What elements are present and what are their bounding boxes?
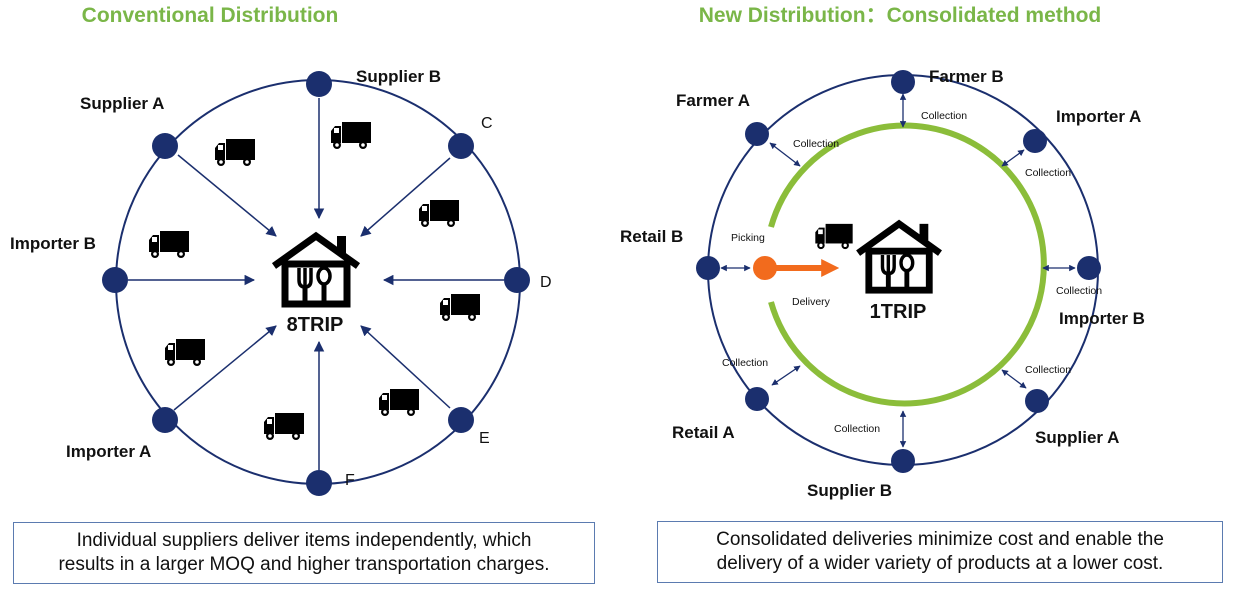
- label-importer-a: Importer A: [1056, 107, 1141, 126]
- label-supplier-b: Supplier B: [807, 481, 892, 500]
- label-importer-b: Importer B: [1059, 309, 1145, 328]
- truck-icon: [165, 339, 205, 366]
- label-c: C: [481, 115, 493, 132]
- truck-icon: [215, 139, 255, 166]
- label-supplier-b: Supplier B: [356, 67, 441, 86]
- label-retail-b: Retail B: [620, 227, 683, 246]
- right-panel: New Distribution：Consolidated method Far…: [620, 4, 1145, 500]
- restaurant-house-icon: [858, 224, 940, 290]
- left-panel: Conventional Distribution Supplier B C D: [10, 4, 552, 496]
- left-caption-line: Individual suppliers deliver items indep…: [76, 530, 532, 551]
- label-supplier-a: Supplier A: [80, 94, 164, 113]
- label-supplier-a: Supplier A: [1035, 428, 1119, 447]
- label-e: E: [479, 430, 490, 447]
- node-importer-b: [102, 267, 128, 293]
- node-d: [504, 267, 530, 293]
- restaurant-house-icon: [274, 236, 358, 304]
- left-caption-line: results in a larger MOQ and higher trans…: [58, 554, 550, 575]
- collection-label: Collection: [1025, 364, 1071, 376]
- left-caption-box: Individual suppliers deliver items indep…: [13, 522, 595, 584]
- label-retail-a: Retail A: [672, 423, 735, 442]
- left-arrows: [128, 98, 504, 470]
- node-f: [306, 470, 332, 496]
- truck-icon: [440, 294, 480, 321]
- truck-icon: [379, 389, 419, 416]
- right-caption-line: Consolidated deliveries minimize cost an…: [716, 529, 1164, 550]
- node-importer-a: [1023, 129, 1047, 153]
- node-e: [448, 407, 474, 433]
- node-retail-a: [745, 387, 769, 411]
- arrow-supplier-a: [177, 154, 277, 237]
- collection-label: Collection: [921, 110, 967, 122]
- right-center-label: 1TRIP: [870, 301, 927, 323]
- collection-label: Collection: [793, 138, 839, 150]
- node-supplier-a: [152, 133, 178, 159]
- node-supplier-b: [891, 449, 915, 473]
- label-f: F: [345, 472, 355, 489]
- node-importer-a: [152, 407, 178, 433]
- node-farmer-a: [745, 122, 769, 146]
- arrow-e: [360, 325, 451, 409]
- collection-arrows: [720, 93, 1076, 448]
- left-title: Conventional Distribution: [82, 4, 339, 27]
- delivery-label: Delivery: [792, 296, 831, 308]
- arrow-importer-a: [173, 325, 277, 411]
- node-importer-b: [1077, 256, 1101, 280]
- node-farmer-b: [891, 70, 915, 94]
- picking-label: Picking: [731, 232, 765, 244]
- node-supplier-a: [1025, 389, 1049, 413]
- collection-label: Collection: [1025, 167, 1071, 179]
- truck-icon: [419, 200, 459, 227]
- right-caption-box: Consolidated deliveries minimize cost an…: [657, 521, 1223, 583]
- consolidation-ring: [768, 122, 1047, 407]
- label-importer-b: Importer B: [10, 234, 96, 253]
- node-c: [448, 133, 474, 159]
- right-title: New Distribution：Consolidated method: [699, 4, 1102, 27]
- node-supplier-b: [306, 71, 332, 97]
- label-importer-a: Importer A: [66, 442, 151, 461]
- truck-icon: [149, 231, 189, 258]
- picking-point: [753, 256, 777, 280]
- left-center-label: 8TRIP: [287, 314, 344, 336]
- collection-label: Collection: [834, 423, 880, 435]
- label-farmer-b: Farmer B: [929, 67, 1004, 86]
- node-retail-b: [696, 256, 720, 280]
- label-farmer-a: Farmer A: [676, 91, 750, 110]
- label-d: D: [540, 274, 552, 291]
- collection-label: Collection: [1056, 285, 1102, 297]
- collection-label: Collection: [722, 357, 768, 369]
- truck-icon: [331, 122, 371, 149]
- truck-icon: [264, 413, 304, 440]
- arrow-c: [360, 157, 451, 237]
- right-caption-line: delivery of a wider variety of products …: [716, 553, 1164, 574]
- truck-icon: [815, 223, 853, 250]
